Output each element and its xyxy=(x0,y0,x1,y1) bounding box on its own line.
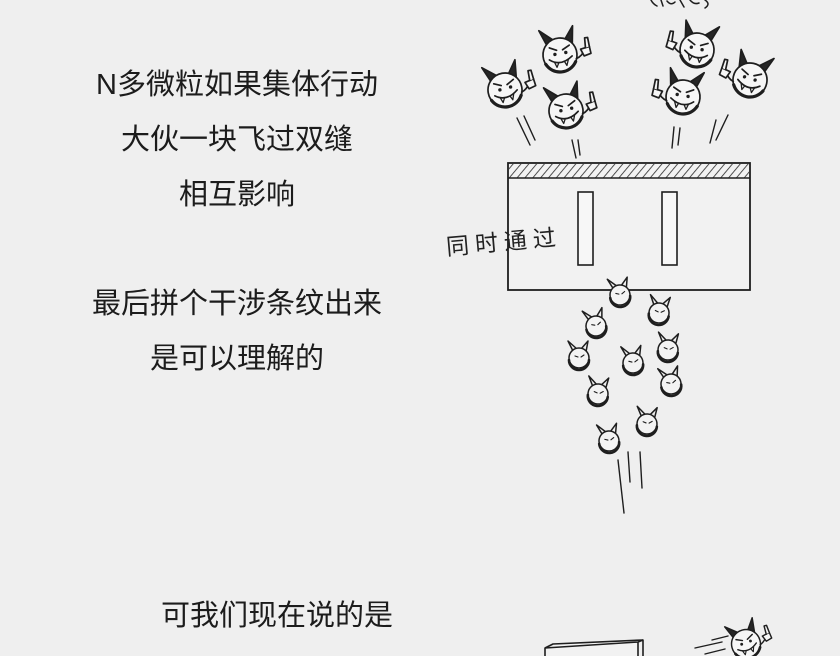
devil-character xyxy=(537,22,594,76)
cut-off-handwriting xyxy=(650,0,709,9)
narration-block-2: 最后拼个干涉条纹出来 是可以理解的 xyxy=(37,277,437,387)
small-devil-head xyxy=(645,293,673,328)
narration-line: 大伙一块飞过双缝 xyxy=(120,124,353,156)
motion-line xyxy=(617,459,625,514)
motion-line xyxy=(516,117,531,146)
small-devil-head xyxy=(580,306,610,342)
narration-block-3: 可我们现在说的是 xyxy=(77,589,477,644)
motion-line xyxy=(715,114,729,141)
devil-character xyxy=(662,16,722,72)
motion-line xyxy=(694,641,723,649)
motion-lines-top xyxy=(516,114,729,159)
motion-line xyxy=(677,127,681,146)
slit-left xyxy=(577,191,594,266)
narration-line: 相互影响 xyxy=(178,179,295,211)
slit-right xyxy=(661,191,678,266)
narration-line: N多微粒如果集体行动 xyxy=(96,69,378,101)
motion-line xyxy=(571,139,577,159)
small-devil-head xyxy=(595,421,622,456)
motion-line xyxy=(671,126,675,149)
motion-line xyxy=(639,451,643,489)
small-devil-head xyxy=(633,404,660,438)
partial-barrier-bottom xyxy=(544,639,644,656)
narration-line: 最后拼个干涉条纹出来 xyxy=(91,288,382,320)
motion-line xyxy=(711,635,729,641)
devil-character xyxy=(714,44,777,103)
motion-line xyxy=(627,451,631,483)
motion-line xyxy=(577,139,581,156)
small-devil-head xyxy=(656,364,684,399)
small-devil-head xyxy=(619,344,646,378)
devil-character xyxy=(479,55,541,112)
devil-character xyxy=(541,77,601,133)
narration-line: 可我们现在说的是 xyxy=(160,600,393,632)
devil-character xyxy=(722,612,777,656)
motion-lines-corner xyxy=(694,635,729,655)
small-devil-head xyxy=(584,374,612,409)
motion-line xyxy=(709,119,717,144)
narration-block-1: N多微粒如果集体行动 大伙一块飞过双缝 相互影响 xyxy=(37,58,437,223)
small-devil-head xyxy=(654,330,681,365)
devil-character xyxy=(649,64,706,118)
narration-line: 是可以理解的 xyxy=(149,343,324,375)
motion-lines-bottom xyxy=(617,451,643,514)
motion-line xyxy=(704,648,726,655)
barrier-top-hatch xyxy=(509,164,749,178)
double-slit-barrier xyxy=(507,162,751,291)
motion-line xyxy=(523,115,536,141)
small-devil-head xyxy=(566,339,591,372)
